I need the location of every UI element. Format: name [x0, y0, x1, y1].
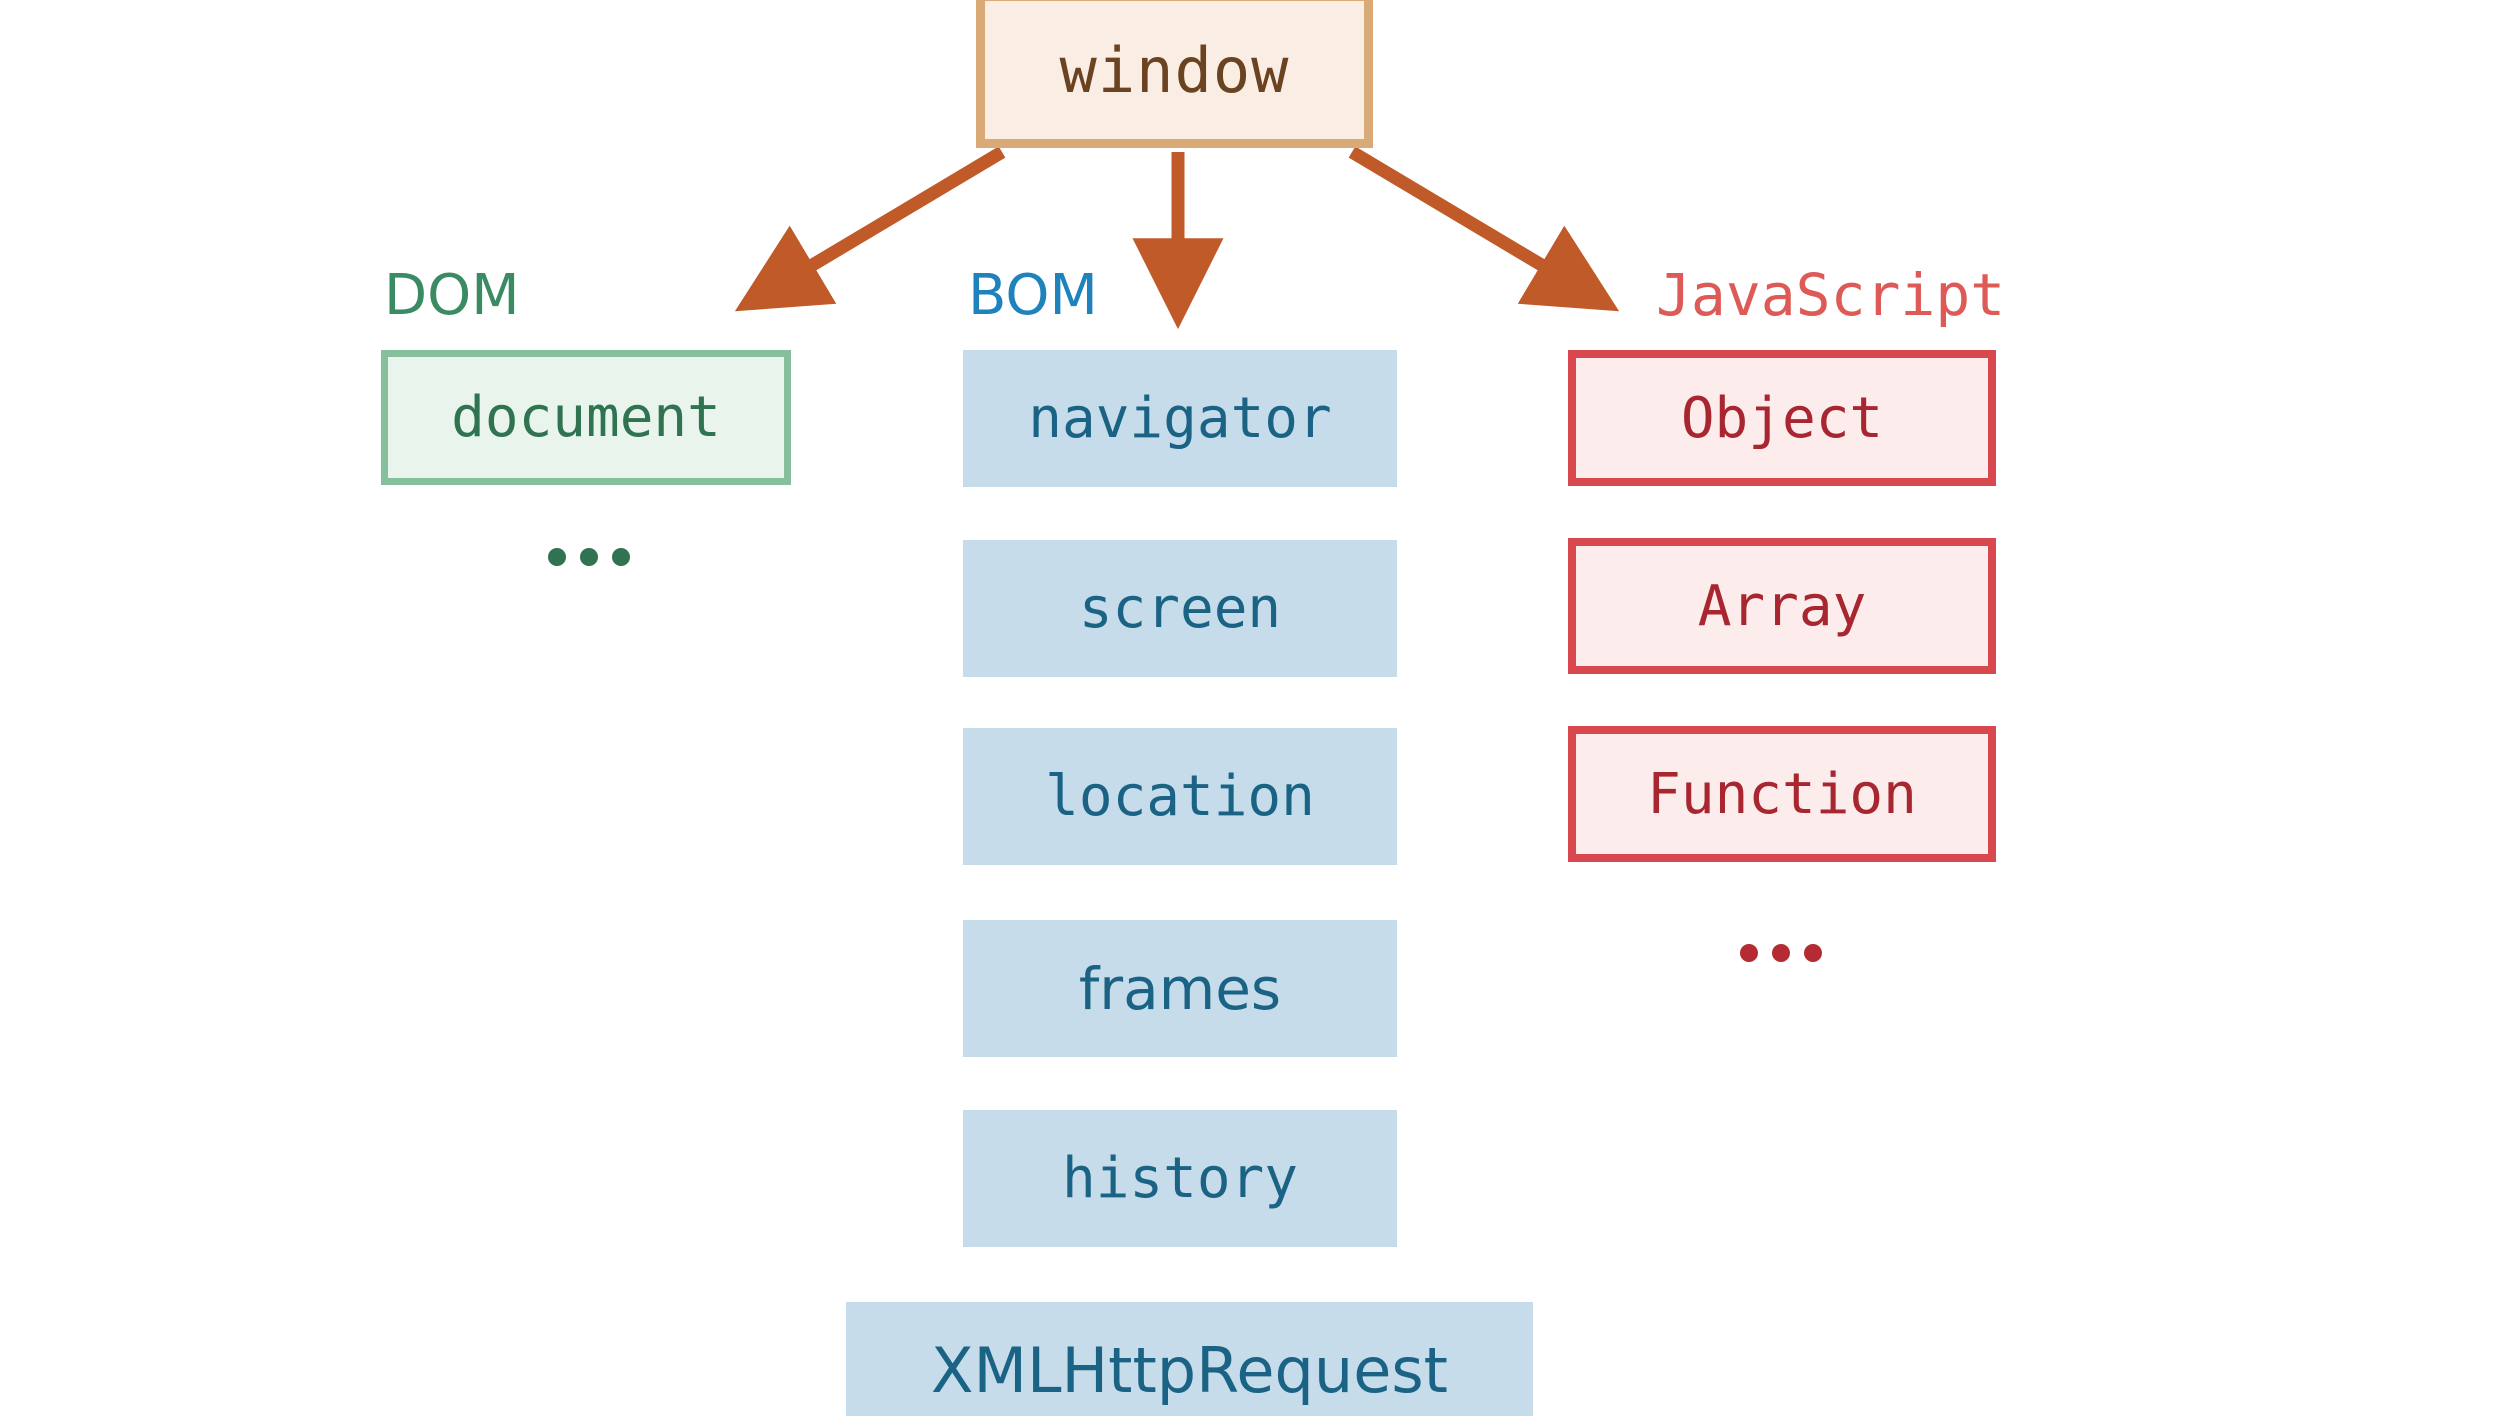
node-window[interactable]: window: [976, 0, 1373, 148]
node-frames[interactable]: frames: [963, 920, 1397, 1057]
ellipsis-dot: [548, 548, 566, 566]
node-history[interactable]: history: [963, 1110, 1397, 1247]
node-navigator-label: navigator: [1028, 386, 1332, 451]
node-function[interactable]: Function: [1568, 726, 1996, 862]
node-document[interactable]: document: [381, 350, 791, 485]
section-label-javascript: JavaScript: [1656, 261, 2006, 329]
ellipsis-dot: [1740, 944, 1758, 962]
node-location-label: location: [1045, 764, 1315, 829]
node-xmlhttprequest[interactable]: XMLHttpRequest: [846, 1302, 1533, 1416]
arrow-window-to-javascript: [1348, 146, 1620, 312]
node-history-label: history: [1061, 1146, 1298, 1211]
node-location[interactable]: location: [963, 728, 1397, 865]
node-object[interactable]: Object: [1568, 350, 1996, 486]
node-object-label: Object: [1680, 385, 1884, 451]
node-function-label: Function: [1647, 761, 1917, 827]
node-navigator[interactable]: navigator: [963, 350, 1397, 487]
node-screen-label: screen: [1078, 576, 1282, 641]
node-xmlhttprequest-label: XMLHttpRequest: [931, 1334, 1448, 1407]
node-frames-label: frames: [1078, 954, 1282, 1023]
ellipsis-dot: [612, 548, 630, 566]
node-array-label: Array: [1697, 573, 1867, 639]
node-document-label: document: [451, 385, 721, 450]
node-array[interactable]: Array: [1568, 538, 1996, 674]
ellipsis-javascript: [1740, 944, 1822, 962]
ellipsis-dot: [1804, 944, 1822, 962]
section-label-dom: DOM: [384, 263, 520, 328]
ellipsis-dot: [580, 548, 598, 566]
section-label-bom: BOM: [968, 263, 1098, 328]
ellipsis-dom: [548, 548, 630, 566]
ellipsis-dot: [1772, 944, 1790, 962]
node-screen[interactable]: screen: [963, 540, 1397, 677]
node-window-label: window: [1059, 33, 1290, 107]
